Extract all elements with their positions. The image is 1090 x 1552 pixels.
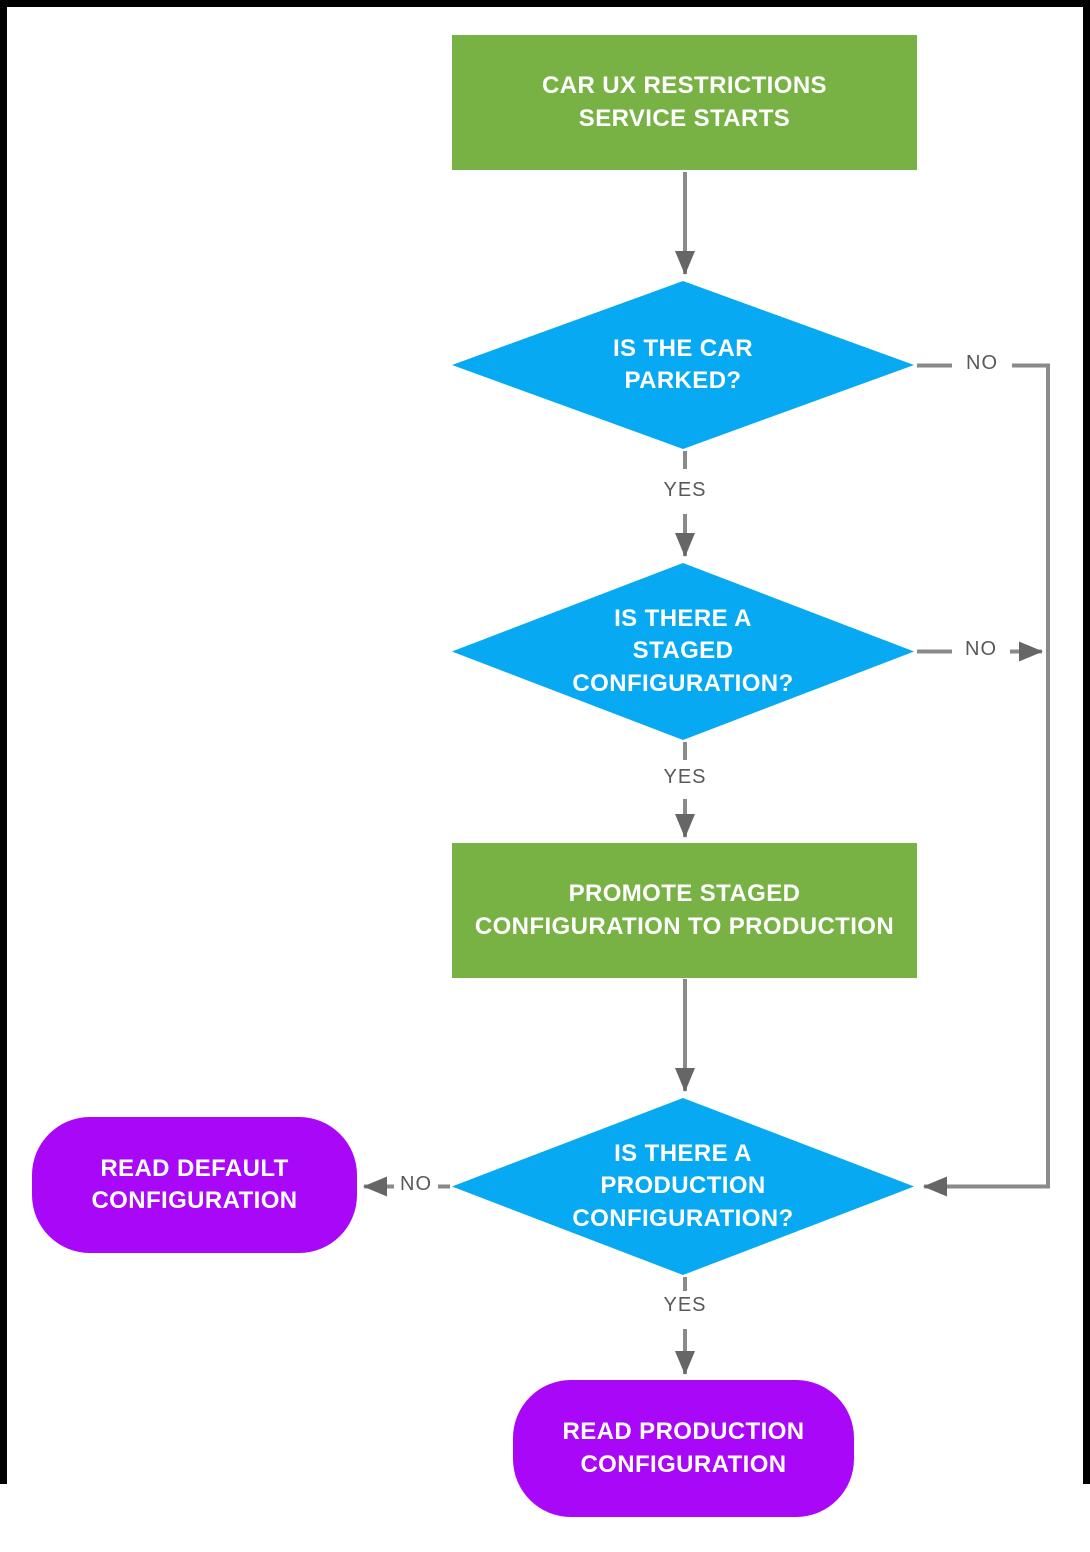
node-promote-staged-configuration-label: PROMOTE STAGED CONFIGURATION TO PRODUCTI… xyxy=(474,880,895,940)
window-border-top xyxy=(0,0,1090,7)
node-is-staged-configuration: IS THERE A STAGED CONFIGURATION? xyxy=(452,563,914,740)
node-is-staged-configuration-label: IS THERE A STAGED CONFIGURATION? xyxy=(572,604,794,697)
node-read-default-configuration: READ DEFAULT CONFIGURATION xyxy=(32,1117,357,1253)
node-is-production-configuration-label: IS THERE A PRODUCTION CONFIGURATION? xyxy=(572,1139,794,1232)
edge-label-car-parked-yes: YES xyxy=(663,479,707,501)
node-is-car-parked-label: IS THE CAR PARKED? xyxy=(612,334,753,394)
edge-label-staged-yes: YES xyxy=(663,766,707,788)
node-read-production-configuration-label: READ PRODUCTION CONFIGURATION xyxy=(562,1418,805,1478)
node-is-production-configuration: IS THERE A PRODUCTION CONFIGURATION? xyxy=(452,1098,914,1275)
window-border-left xyxy=(0,0,7,1484)
node-promote-staged-configuration: PROMOTE STAGED CONFIGURATION TO PRODUCTI… xyxy=(452,843,917,978)
edge-label-staged-no: NO xyxy=(965,638,997,660)
node-service-starts-label: CAR UX RESTRICTIONS SERVICE STARTS xyxy=(542,72,827,132)
edge-label-car-parked-no: NO xyxy=(966,352,998,374)
edge-label-production-yes: YES xyxy=(663,1294,707,1316)
node-is-car-parked: IS THE CAR PARKED? xyxy=(452,281,914,449)
window-border-right xyxy=(1083,0,1090,1484)
edge-label-production-no: NO xyxy=(400,1173,432,1195)
node-read-production-configuration: READ PRODUCTION CONFIGURATION xyxy=(513,1380,854,1517)
node-service-starts: CAR UX RESTRICTIONS SERVICE STARTS xyxy=(452,35,917,170)
node-read-default-configuration-label: READ DEFAULT CONFIGURATION xyxy=(91,1154,298,1214)
